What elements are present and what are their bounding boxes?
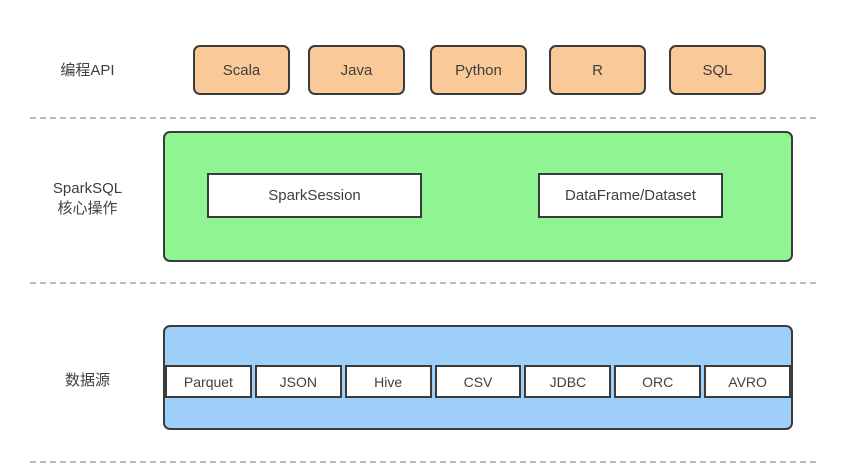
- divider-middle: [30, 282, 816, 284]
- api-box-python: Python: [430, 45, 527, 95]
- source-cell-parquet: Parquet: [165, 365, 252, 398]
- divider-top: [30, 117, 816, 119]
- api-box-sql: SQL: [669, 45, 766, 95]
- source-cell-csv: CSV: [434, 365, 522, 398]
- row-label-core: SparkSQL 核心操作: [25, 179, 150, 220]
- divider-bottom: [30, 461, 816, 463]
- source-cell-json: JSON: [254, 365, 342, 398]
- row-label-core-line1: SparkSQL: [52, 180, 123, 197]
- data-source-cells: Parquet JSON Hive CSV JDBC ORC AVRO: [165, 365, 792, 398]
- dataframe-dataset-box: DataFrame/Dataset: [538, 173, 723, 218]
- row-label-api: 编程API: [60, 62, 115, 79]
- source-cell-jdbc: JDBC: [524, 365, 612, 398]
- source-cell-hive: Hive: [344, 365, 432, 398]
- source-cell-avro: AVRO: [704, 365, 792, 398]
- api-box-scala: Scala: [193, 45, 290, 95]
- spark-session-box: SparkSession: [207, 173, 422, 218]
- row-label-core-line2: 核心操作: [57, 200, 118, 218]
- api-box-java: Java: [308, 45, 405, 95]
- api-box-r: R: [549, 45, 646, 95]
- row-label-source: 数据源: [64, 372, 110, 389]
- source-cell-orc: ORC: [614, 365, 702, 398]
